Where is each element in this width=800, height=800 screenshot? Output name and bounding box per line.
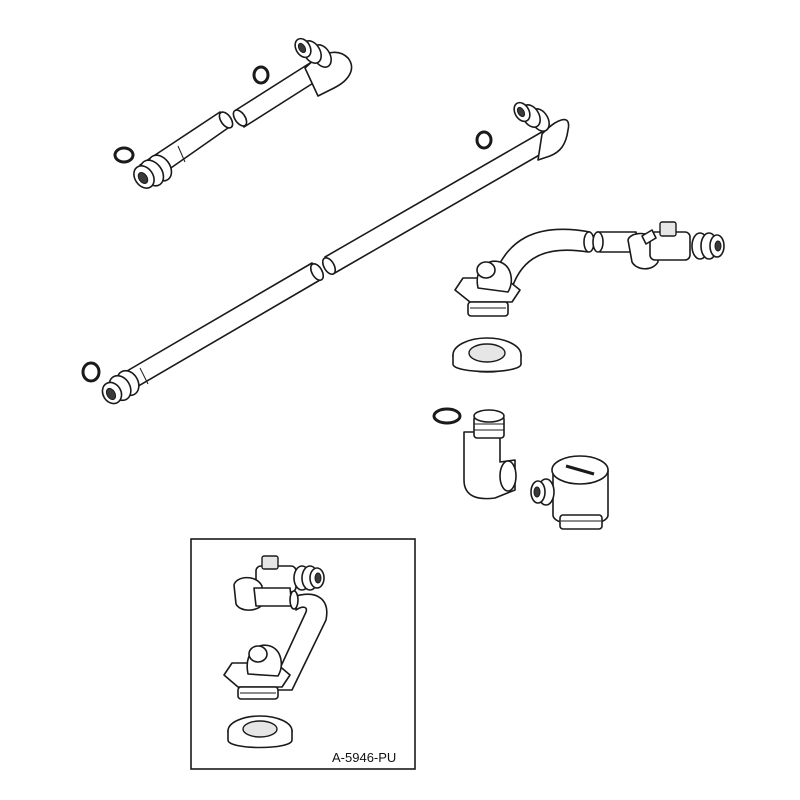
inset-flange-elbow	[223, 644, 291, 700]
threaded-elbow-assembly	[432, 407, 609, 530]
o-ring-short-lower	[113, 146, 135, 164]
long-pipe-elbow	[513, 101, 570, 161]
o-ring-elbow	[432, 407, 462, 425]
flange-elbow	[454, 260, 521, 317]
o-ring-short-upper	[252, 65, 270, 85]
long-pipe-assembly	[81, 101, 570, 405]
o-ring-long-lower	[81, 361, 101, 383]
short-pipe-end-fitting	[133, 154, 173, 189]
bent-pipe-segment	[491, 228, 595, 289]
short-pipe-assembly	[113, 37, 353, 189]
threaded-elbow	[463, 409, 517, 500]
long-pipe-lower-segment	[114, 262, 325, 396]
cartridge-valve-body	[530, 455, 609, 530]
inset-lock-nut	[227, 715, 293, 749]
short-pipe-elbow	[294, 37, 353, 97]
part-code-label: A-5946-PU	[332, 750, 396, 765]
short-pipe-upper-segment	[232, 62, 319, 128]
o-ring-long-upper	[475, 130, 493, 150]
bent-pipe-valve-assembly	[454, 221, 725, 317]
lock-nut	[452, 337, 522, 373]
long-pipe-lower-fitting	[101, 369, 140, 405]
inset-detail-box: A-5946-PU	[190, 538, 416, 770]
shutoff-valve	[641, 221, 725, 261]
